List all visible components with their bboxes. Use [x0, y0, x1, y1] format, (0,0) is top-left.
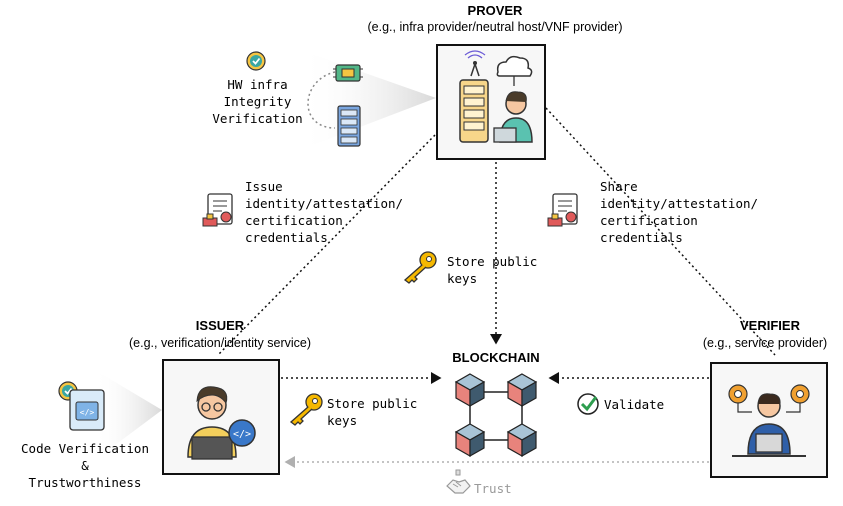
prover-verifier-line	[545, 107, 776, 356]
cube-bottom-right	[506, 423, 538, 458]
store-keys-prover-label: Store public keys	[447, 253, 557, 287]
cloud-icon	[496, 55, 533, 86]
share-line-3: certification	[600, 213, 698, 228]
badge-check-icon	[246, 51, 266, 71]
code-verification-line-1: Code Verification	[21, 441, 149, 456]
code-window-icon: </>	[69, 389, 105, 431]
chip-icon	[333, 64, 363, 82]
store-keys-issuer-line-1: Store public	[327, 396, 418, 411]
issue-line-2: identity/attestation/	[245, 196, 404, 211]
person-laptop-icon: </>	[187, 386, 256, 460]
issue-line-1: Issue	[245, 179, 283, 194]
prover-shadow-cone	[300, 50, 436, 150]
share-line-1: Share	[600, 179, 638, 194]
store-keys-prover-line-1: Store public	[447, 254, 538, 269]
server-icon	[337, 105, 361, 147]
check-circle-icon	[577, 393, 599, 415]
blockchain-title: BLOCKCHAIN	[452, 350, 540, 365]
trust-label: Trust	[474, 481, 512, 496]
key-icon	[289, 393, 323, 426]
svg-text:</>: </>	[80, 408, 95, 417]
issuer-shadow-cone	[95, 370, 162, 460]
antenna-icon	[464, 50, 486, 77]
issuer-box[interactable]: </>	[162, 359, 280, 475]
issuer-subtitle: (e.g., verification/identity service)	[128, 336, 311, 350]
share-line-4: credentials	[600, 230, 683, 245]
hw-integrity-line-1: HW infra	[227, 77, 288, 92]
verifier-title: VERIFIER	[740, 318, 800, 333]
issue-line-4: credentials	[245, 230, 328, 245]
certificate-icon	[202, 193, 233, 227]
certificate-icon	[547, 193, 578, 227]
prover-subtitle: (e.g., infra provider/neutral host/VNF p…	[367, 20, 623, 34]
cube-top-right	[506, 373, 538, 408]
prover-issuer-line	[217, 134, 436, 356]
store-keys-issuer-label: Store public keys	[327, 395, 437, 429]
gear-person-icon	[728, 384, 810, 457]
validate-label: Validate	[604, 397, 665, 412]
prover-title: PROVER	[467, 3, 523, 18]
prover-box[interactable]	[436, 44, 546, 160]
key-icon	[403, 251, 437, 284]
code-verification-line-3: Trustworthiness	[28, 475, 142, 490]
store-keys-issuer-line-2: keys	[327, 413, 358, 428]
cube-bottom-left	[454, 423, 486, 458]
hw-integrity-line-3: Verification	[212, 111, 303, 126]
code-verification-label: Code Verification & Trustworthiness	[0, 440, 170, 491]
server-icon	[459, 79, 489, 143]
issue-line-3: certification	[245, 213, 343, 228]
hw-integrity-line-2: Integrity	[223, 94, 292, 109]
person-laptop-icon	[459, 50, 533, 143]
verifier-subtitle: (e.g., service provider)	[702, 336, 828, 350]
verifier-box[interactable]	[710, 362, 828, 478]
issue-credentials-label: Issue identity/attestation/ certificatio…	[245, 178, 445, 246]
share-credentials-label: Share identity/attestation/ certificatio…	[600, 178, 800, 246]
cube-top-left	[454, 373, 486, 408]
code-verification-line-2: &	[81, 458, 89, 473]
share-line-2: identity/attestation/	[600, 196, 759, 211]
hw-integrity-label: HW infra Integrity Verification	[200, 76, 315, 127]
issuer-title: ISSUER	[195, 318, 245, 333]
svg-text:</>: </>	[233, 429, 251, 440]
blockchain-icon	[454, 373, 538, 458]
store-keys-prover-line-2: keys	[447, 271, 478, 286]
hw-dotted-arc	[307, 71, 336, 129]
handshake-icon	[446, 469, 471, 494]
